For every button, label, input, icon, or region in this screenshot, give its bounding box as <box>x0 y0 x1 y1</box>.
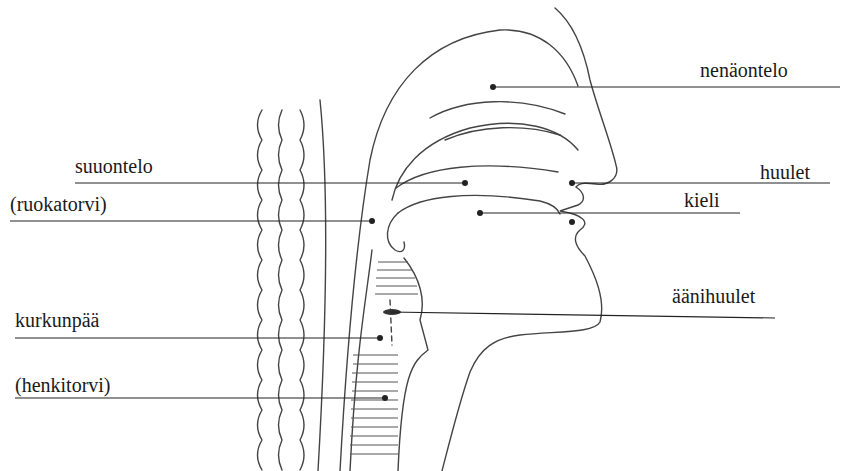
nasal-concha <box>430 102 565 118</box>
epiglottis <box>387 213 404 252</box>
face-profile <box>442 8 617 471</box>
part-label: äänihuulet <box>672 284 755 308</box>
part-label: nenäontelo <box>700 58 788 82</box>
neck-back <box>318 100 326 471</box>
spine <box>258 110 263 470</box>
part-label: (henkitorvi) <box>15 373 111 397</box>
leader-lines <box>10 87 840 398</box>
part-label: huulet <box>760 160 810 184</box>
cartilage-hatching <box>350 262 418 454</box>
part-label: suuontelo <box>75 154 153 178</box>
vocal-tract-divider <box>390 300 392 345</box>
spine <box>300 110 304 470</box>
nasal-cavity-floor <box>392 123 578 200</box>
part-label: kurkunpää <box>15 308 99 332</box>
hard-palate <box>396 166 558 188</box>
nasal-concha <box>445 128 560 140</box>
spine <box>279 110 283 470</box>
skull-outline <box>340 30 578 471</box>
part-label: (ruokatorvi) <box>10 192 107 216</box>
larynx-front <box>398 258 428 471</box>
part-label: kieli <box>684 188 720 212</box>
pharynx-wall <box>350 250 372 471</box>
leader-dots <box>369 84 575 401</box>
